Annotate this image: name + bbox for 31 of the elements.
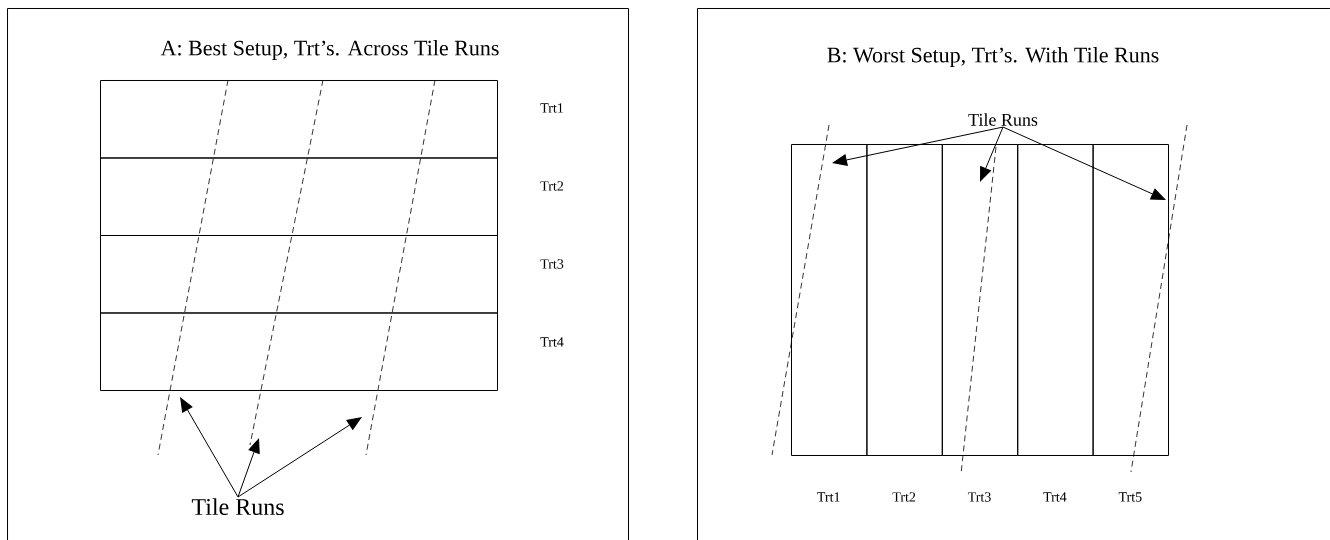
plot-box (866, 144, 943, 456)
plot-box (100, 312, 498, 391)
tile-run-line (365, 79, 436, 456)
leader-arrow (832, 126, 1004, 166)
plot-box (1017, 144, 1094, 456)
plot-box (100, 157, 498, 236)
tile-run-line (249, 79, 324, 446)
plot-box (791, 144, 868, 456)
leader-arrow (1002, 126, 1166, 200)
treatment-label: Trt3 (967, 492, 991, 502)
tile-run-line (157, 79, 229, 456)
plot-box (100, 80, 498, 159)
treatment-label: Trt4 (540, 337, 564, 347)
plot-box (100, 235, 498, 314)
treatment-label: Trt2 (540, 181, 564, 191)
callout-text: Tile Runs (191, 498, 284, 516)
treatment-label: Trt3 (540, 259, 564, 269)
tile-run-line (771, 124, 830, 456)
treatment-label: Trt1 (817, 492, 840, 502)
treatment-label: Trt4 (1043, 492, 1067, 502)
tile-run-line (1130, 124, 1188, 473)
treatment-label: Trt2 (892, 492, 916, 502)
plot-box (941, 144, 1019, 456)
plot-box (1092, 144, 1169, 456)
treatment-label: Trt5 (1118, 492, 1142, 502)
leader-arrow (237, 417, 362, 498)
leader-arrow (237, 438, 260, 498)
treatment-label: Trt1 (540, 103, 563, 113)
leader-arrow (980, 126, 1004, 182)
callout-text: Tile Runs (968, 113, 1038, 126)
leader-arrow (180, 397, 239, 498)
